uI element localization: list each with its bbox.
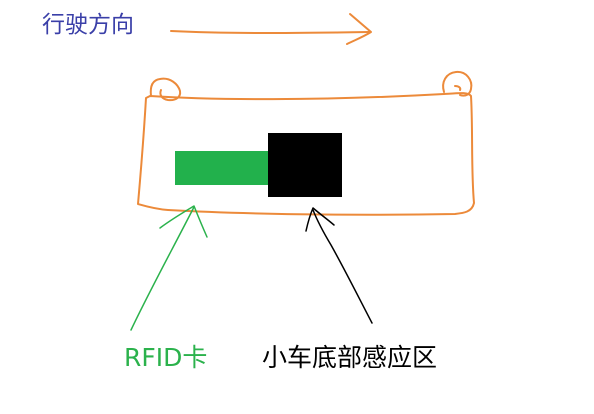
direction-label: 行驶方向	[42, 12, 134, 38]
sensor-area	[268, 133, 342, 197]
vehicle-corner-right	[442, 70, 473, 97]
vehicle-corner-left	[149, 77, 182, 102]
sensor-pointer-arrow	[305, 207, 373, 324]
vehicle-outline	[137, 70, 475, 216]
rfid-pointer-arrow	[130, 205, 208, 331]
rfid-card-label: RFID卡	[124, 343, 208, 372]
rfid-card	[175, 151, 268, 185]
right-arrow-icon	[170, 13, 372, 45]
sensor-area-label: 小车底部感应区	[262, 343, 438, 372]
